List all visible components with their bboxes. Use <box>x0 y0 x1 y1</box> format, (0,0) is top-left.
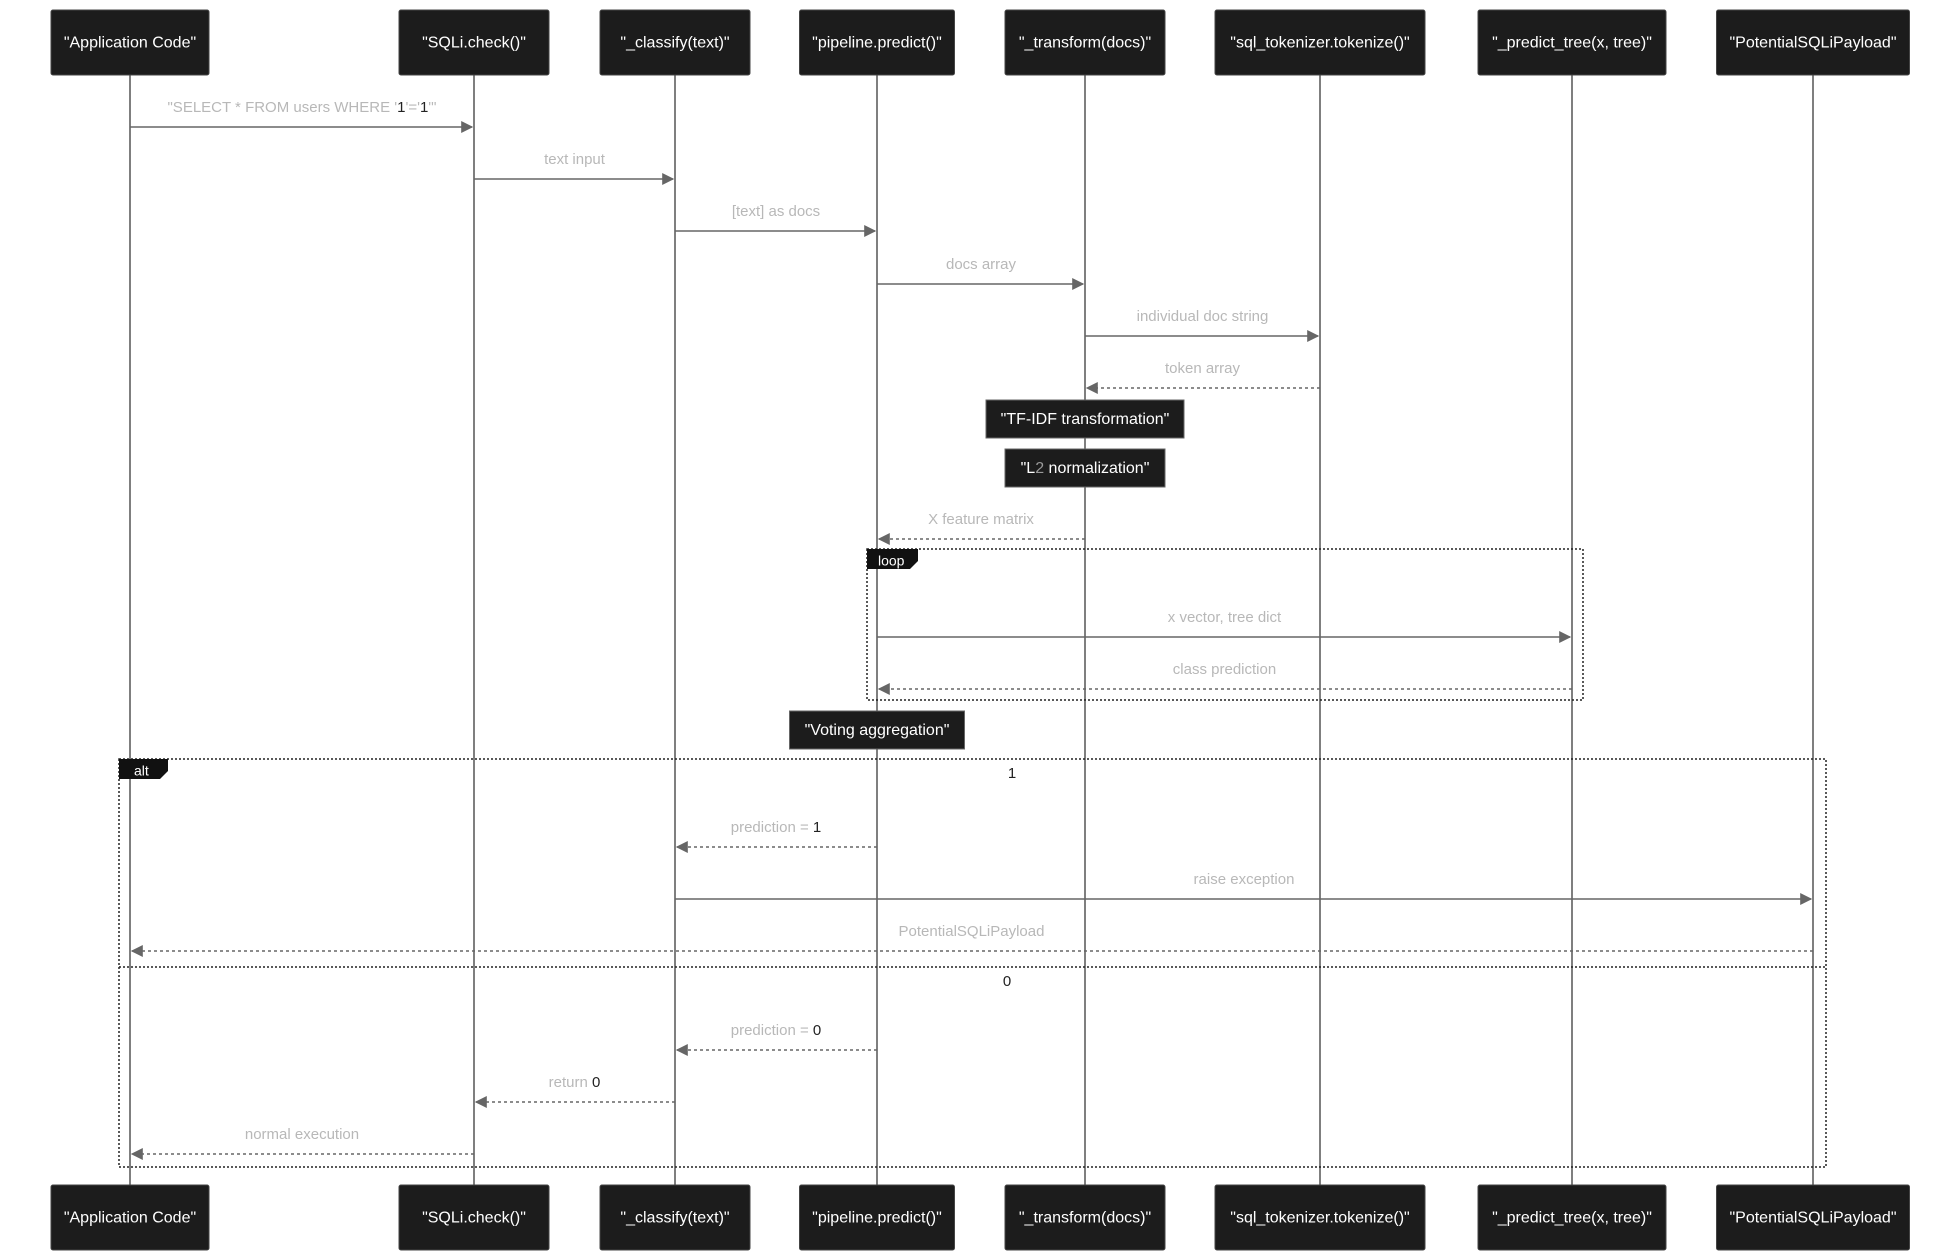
participant-box <box>799 9 955 76</box>
message-12: PotentialSQLiPayload <box>130 923 1813 957</box>
message-label: x vector, tree dict <box>1168 609 1282 626</box>
note-box <box>1004 448 1166 488</box>
participant-box <box>1477 1184 1667 1251</box>
participant-label: "pipeline.predict()" <box>812 1210 942 1227</box>
message-2: text input <box>474 151 675 185</box>
message-label: token array <box>1165 360 1241 377</box>
message-label: class prediction <box>1173 661 1276 678</box>
note-label: "TF-IDF transformation" <box>1001 411 1170 428</box>
note-tf-idf-transformation: "TF-IDF transformation" <box>985 399 1185 439</box>
participant-box <box>398 1184 550 1251</box>
participant-predict-tree-x-tree-top: "_predict_tree(x, tree)" <box>1477 9 1667 76</box>
participant-potentialsqlipayload-top: "PotentialSQLiPayload" <box>1716 9 1910 76</box>
participant-predict-tree-x-tree-bottom: "_predict_tree(x, tree)" <box>1477 1184 1667 1251</box>
message-8: x vector, tree dict <box>877 609 1572 643</box>
message-label: prediction = 0 <box>731 1022 821 1039</box>
message-label: text input <box>544 151 606 168</box>
message-1: "SELECT * FROM users WHERE '1'='1'" <box>130 99 474 133</box>
alt-frame-label: alt <box>134 763 149 779</box>
message-label: docs array <box>946 256 1017 273</box>
message-label: return 0 <box>549 1074 601 1091</box>
message-15: normal execution <box>130 1126 474 1160</box>
participant-label: "_predict_tree(x, tree)" <box>1492 1210 1652 1227</box>
participant-pipeline-predict-bottom: "pipeline.predict()" <box>799 1184 955 1251</box>
participant-label: "SQLi.check()" <box>422 1210 526 1227</box>
participant-potentialsqlipayload-bottom: "PotentialSQLiPayload" <box>1716 1184 1910 1251</box>
participant-label: "Application Code" <box>64 1210 196 1227</box>
participant-application-code-bottom: "Application Code" <box>50 1184 210 1251</box>
participant-sqli-check-bottom: "SQLi.check()" <box>398 1184 550 1251</box>
participant-box <box>1716 9 1910 76</box>
participants-bottom: "Application Code" "SQLi.check()" "_classi… <box>50 1184 1910 1251</box>
participant-sqli-check-top: "SQLi.check()" <box>398 9 550 76</box>
participants-top: "Application Code" "SQLi.check()" "_classi… <box>50 9 1910 76</box>
participant-transform-docs-bottom: "_transform(docs)" <box>1004 1184 1166 1251</box>
message-6: token array <box>1085 360 1320 394</box>
note-voting-aggregation: "Voting aggregation" <box>789 710 965 750</box>
participant-pipeline-predict-top: "pipeline.predict()" <box>799 9 955 76</box>
message-11: raise exception <box>675 871 1813 905</box>
participant-transform-docs-top: "_transform(docs)" <box>1004 9 1166 76</box>
message-14: return 0 <box>474 1074 675 1108</box>
participant-box <box>1004 1184 1166 1251</box>
participant-classify-text-bottom: "_classify(text)" <box>599 1184 751 1251</box>
participant-label: "sql_tokenizer.tokenize()" <box>1230 35 1409 52</box>
note-label: "L2 normalization" <box>1021 460 1150 477</box>
alt-frame-condition-2: 0 <box>1003 973 1011 990</box>
participant-sql-tokenizer-tokenize-bottom: "sql_tokenizer.tokenize()" <box>1214 1184 1426 1251</box>
participant-box <box>1004 9 1166 76</box>
participant-box <box>599 1184 751 1251</box>
participant-sql-tokenizer-tokenize-top: "sql_tokenizer.tokenize()" <box>1214 9 1426 76</box>
messages: "SELECT * FROM users WHERE '1'='1'" text … <box>130 99 1813 1160</box>
participant-label: "_classify(text)" <box>620 35 729 52</box>
participant-label: "PotentialSQLiPayload" <box>1729 35 1896 52</box>
participant-label: "sql_tokenizer.tokenize()" <box>1230 1210 1409 1227</box>
participant-classify-text-top: "_classify(text)" <box>599 9 751 76</box>
message-9: class prediction <box>877 661 1572 695</box>
participant-label: "PotentialSQLiPayload" <box>1729 1210 1896 1227</box>
message-4: docs array <box>877 256 1085 290</box>
note-label: "Voting aggregation" <box>805 722 950 739</box>
participant-label: "Application Code" <box>64 35 196 52</box>
message-10: prediction = 1 <box>675 819 877 853</box>
participant-label: "_transform(docs)" <box>1019 1210 1151 1227</box>
message-label: X feature matrix <box>928 511 1034 528</box>
message-3: [text] as docs <box>675 203 877 237</box>
participant-box <box>1214 9 1426 76</box>
participant-box <box>799 1184 955 1251</box>
message-13: prediction = 0 <box>675 1022 877 1056</box>
participant-box <box>1477 9 1667 76</box>
participant-label: "_classify(text)" <box>620 1210 729 1227</box>
participant-box <box>1716 1184 1910 1251</box>
message-label: prediction = 1 <box>731 819 821 836</box>
message-label: [text] as docs <box>732 203 820 220</box>
note-box <box>985 399 1185 439</box>
participant-box <box>1214 1184 1426 1251</box>
notes: "TF-IDF transformation" "L2 normalization… <box>789 399 1185 750</box>
participant-box <box>398 9 550 76</box>
participant-box <box>50 1184 210 1251</box>
participant-label: "SQLi.check()" <box>422 35 526 52</box>
message-label: normal execution <box>245 1126 359 1143</box>
participant-label: "_transform(docs)" <box>1019 35 1151 52</box>
alt-frame-condition-1: 1 <box>1008 765 1016 782</box>
participant-box <box>50 9 210 76</box>
message-label: raise exception <box>1194 871 1295 888</box>
participant-label: "_predict_tree(x, tree)" <box>1492 35 1652 52</box>
participant-box <box>599 9 751 76</box>
note-box <box>789 710 965 750</box>
message-label: individual doc string <box>1137 308 1269 325</box>
loop-frame-label: loop <box>878 553 905 569</box>
note-l2-normalization: "L2 normalization" <box>1004 448 1166 488</box>
lifelines <box>129 75 1814 1185</box>
loop-frame: loop <box>866 548 1584 701</box>
participant-application-code-top: "Application Code" <box>50 9 210 76</box>
message-label: PotentialSQLiPayload <box>899 923 1045 940</box>
message-5: individual doc string <box>1085 308 1320 342</box>
alt-frame: alt 1 0 <box>118 758 1827 1168</box>
message-label: "SELECT * FROM users WHERE '1'='1'" <box>167 99 436 116</box>
message-7: X feature matrix <box>877 511 1085 545</box>
participant-label: "pipeline.predict()" <box>812 35 942 52</box>
